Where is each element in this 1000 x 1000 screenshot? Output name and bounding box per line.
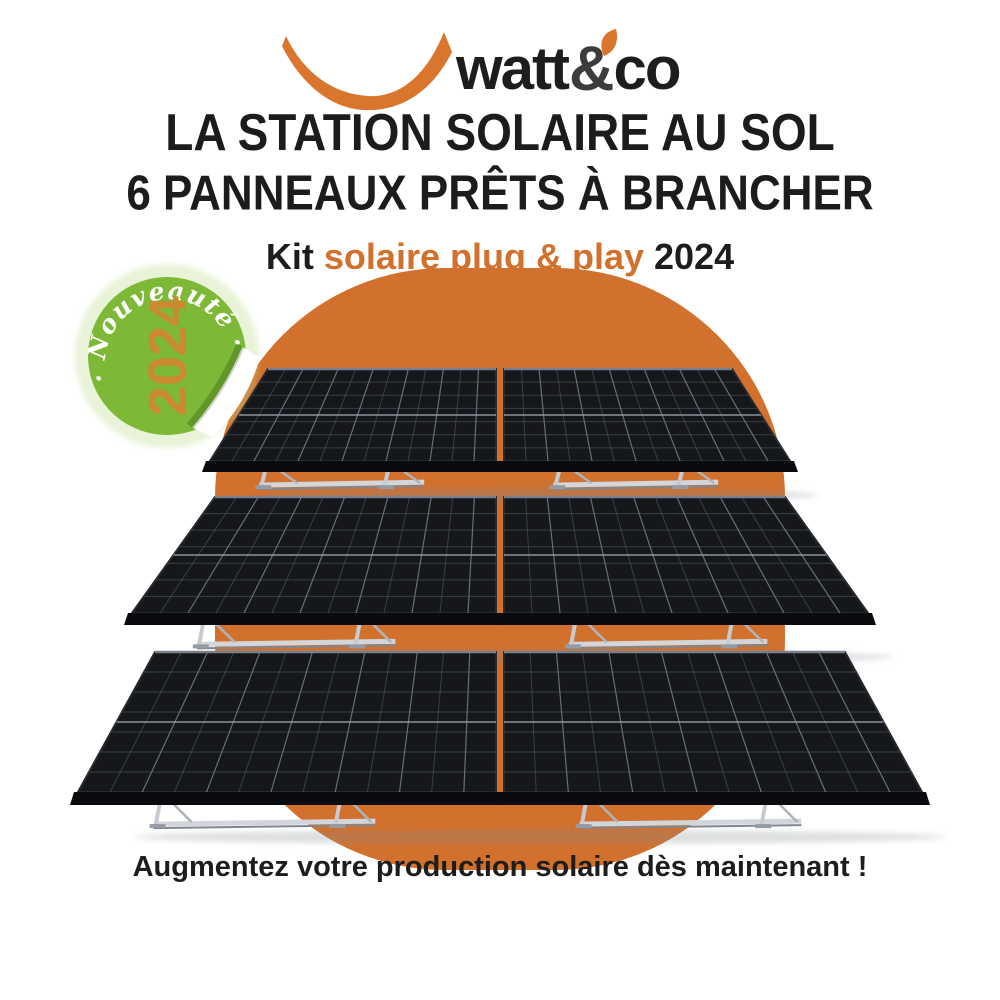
mount-foot xyxy=(721,644,738,649)
mount-foot xyxy=(149,824,166,829)
mount-foot xyxy=(255,485,272,490)
solar-panel-rows xyxy=(70,367,946,844)
solar-panel xyxy=(202,367,504,472)
badge-peel-shadow xyxy=(186,343,243,428)
headline-line-2: 6 PANNEAUX PRÊTS À BRANCHER xyxy=(126,166,874,221)
subheadline: Kit solaire plug & play 2024 xyxy=(0,236,1000,278)
mount-foot xyxy=(564,644,581,649)
wordmark-right: co xyxy=(613,35,682,102)
orange-swoosh-icon xyxy=(282,32,452,110)
row-shadow xyxy=(134,830,946,844)
mount-foot xyxy=(192,644,209,649)
leaf-icon xyxy=(601,29,618,56)
solar-panel xyxy=(496,367,798,472)
panel-frame-bar xyxy=(496,461,798,472)
panel-row xyxy=(70,650,946,844)
badge-peel-crease xyxy=(192,346,245,429)
mount-rail xyxy=(553,479,719,488)
subheadline-highlight: solaire plug & play xyxy=(323,236,644,277)
panel-frame-bar xyxy=(496,792,930,805)
mount-rail xyxy=(153,818,376,827)
mount-foot xyxy=(755,824,772,829)
badge-year: 2024 xyxy=(138,296,198,416)
brand-wordmark: watt&co xyxy=(456,28,682,110)
wordmark-left: watt xyxy=(456,35,570,102)
bottom-caption: Augmentez votre production solaire dès m… xyxy=(132,851,868,883)
mount-rail xyxy=(568,638,768,647)
new-2024-badge: · Nouveauté · 2024 xyxy=(64,258,261,438)
badge-circle xyxy=(88,277,246,435)
solar-panel xyxy=(496,650,930,805)
panel-frame-bar xyxy=(202,461,504,472)
mount-foot xyxy=(672,485,689,490)
solar-panel xyxy=(124,495,504,625)
mount-foot xyxy=(329,824,346,829)
mount-rail xyxy=(259,479,425,488)
mount-foot xyxy=(575,824,592,829)
badge-peel-corner xyxy=(193,347,261,438)
mount-foot xyxy=(378,485,395,490)
headline-line-1: LA STATION SOLAIRE AU SOL xyxy=(165,103,835,162)
ground-mount xyxy=(192,613,396,650)
mount-foot xyxy=(549,485,566,490)
panel-frame-bar xyxy=(496,613,876,625)
subheadline-right: 2024 xyxy=(644,236,735,277)
mount-rail xyxy=(579,818,802,827)
mount-rail-shadow xyxy=(553,485,719,491)
solar-panel xyxy=(70,650,504,805)
brand-logo: watt&co xyxy=(280,26,740,112)
solar-panel xyxy=(496,495,876,625)
panel-frame-bar xyxy=(124,613,504,625)
ground-mount xyxy=(549,461,719,491)
panel-frame-bar xyxy=(70,792,504,805)
mount-foot xyxy=(349,644,366,649)
ground-mount xyxy=(255,461,425,491)
mount-rail xyxy=(196,638,396,647)
mount-rail-shadow xyxy=(259,485,425,491)
subheadline-left: Kit xyxy=(265,236,324,277)
